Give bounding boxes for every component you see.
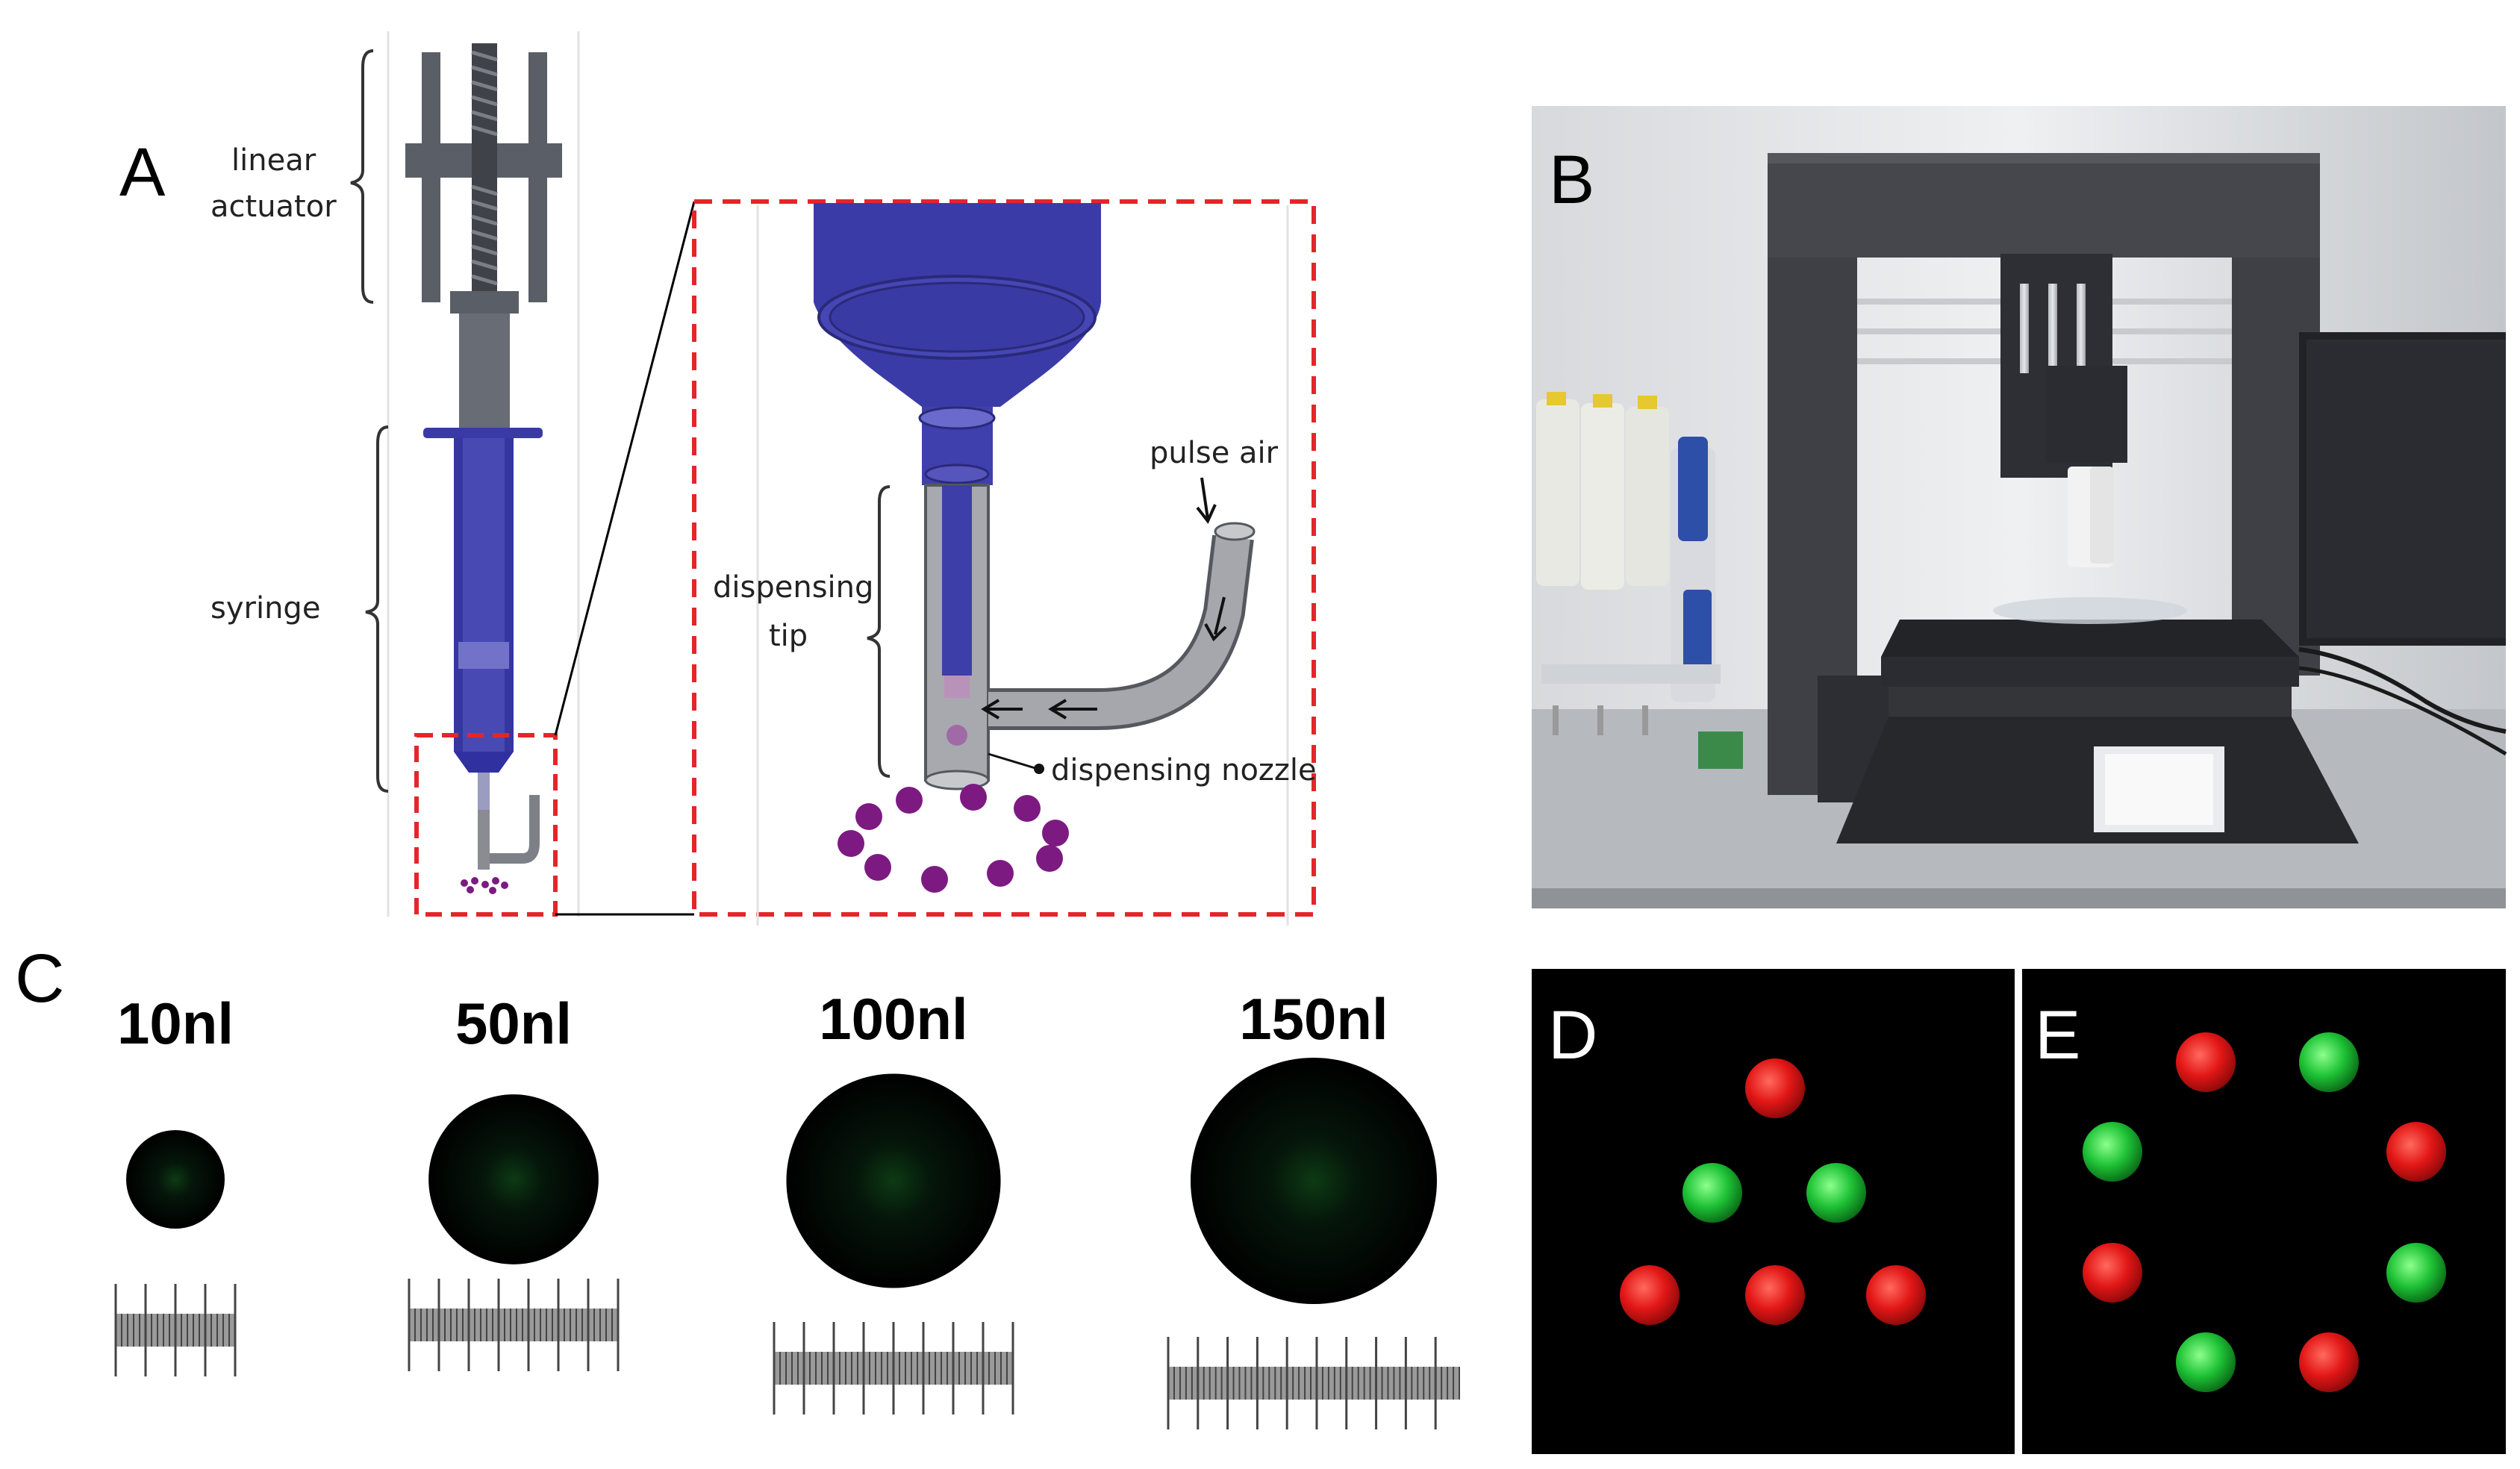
volume-label: 50nl [455, 991, 572, 1056]
linear-actuator-drawing [405, 43, 562, 429]
panel-c-letter: C [15, 941, 64, 1017]
fluorescent-droplet [1866, 1265, 1926, 1325]
volume-label: 10nl [117, 991, 234, 1056]
fluorescent-droplet [2299, 1032, 2359, 1092]
label-tip: tip [769, 619, 808, 653]
pipettes [1536, 392, 1743, 769]
label-syringe: syringe [210, 591, 320, 626]
label-pulse-air: pulse air [1150, 436, 1279, 470]
label-dispensing: dispensing [713, 570, 873, 605]
fluorescent-droplet [2386, 1122, 2446, 1182]
fluorescent-droplet [2083, 1243, 2142, 1303]
fluorescent-droplet [1745, 1058, 1805, 1118]
zoom-box-large [692, 199, 1316, 917]
fluorescent-droplet [2176, 1332, 2236, 1392]
volume-label: 100nl [819, 986, 967, 1052]
panel-d-background [1532, 969, 2015, 1454]
panel-a-letter: A [119, 134, 166, 210]
fluorescent-droplet [2299, 1332, 2359, 1392]
fluorescent-droplet [1806, 1163, 1866, 1223]
syringe-drawing [423, 428, 543, 894]
dispensing-tip-enlarged [814, 203, 1256, 893]
fluorescent-droplet [2176, 1032, 2236, 1092]
fluorescent-droplet [1620, 1265, 1680, 1325]
fluorescent-droplet [1682, 1163, 1742, 1223]
scale-ruler [773, 1322, 1014, 1415]
fluorescent-droplet [2083, 1122, 2142, 1182]
brackets [350, 49, 389, 793]
panel-d-letter: D [1548, 997, 1597, 1073]
droplet [786, 1073, 1001, 1288]
scale-ruler [1167, 1337, 1460, 1429]
panel-c: C 10nl 50nl 100nl 150nl [15, 941, 1460, 1429]
scale-ruler [408, 1279, 620, 1371]
droplet [428, 1094, 599, 1264]
panel-a: A [119, 31, 1317, 926]
panel-d-droplets [1620, 1058, 1926, 1325]
droplet [126, 1130, 225, 1229]
volume-label: 150nl [1239, 986, 1388, 1052]
panel-d: D [1532, 969, 2015, 1454]
panel-e: E [2022, 969, 2506, 1454]
scale-ruler [114, 1284, 237, 1376]
zoom-box-small [414, 733, 558, 917]
panel-b-letter: B [1549, 142, 1594, 218]
panel-e-letter: E [2035, 997, 2080, 1073]
panel-e-background [2022, 969, 2506, 1454]
panel-b: B [1532, 106, 2507, 908]
fluorescent-droplet [2386, 1243, 2446, 1303]
label-linear: linear [231, 143, 316, 178]
panel-e-droplets [2083, 1032, 2446, 1392]
droplet [1191, 1058, 1437, 1304]
label-dispensing-nozzle: dispensing nozzle [1051, 753, 1317, 787]
fluorescent-droplet [1745, 1265, 1805, 1325]
volume-series: 10nl 50nl 100nl 150nl [114, 986, 1460, 1429]
label-actuator: actuator [210, 190, 337, 224]
